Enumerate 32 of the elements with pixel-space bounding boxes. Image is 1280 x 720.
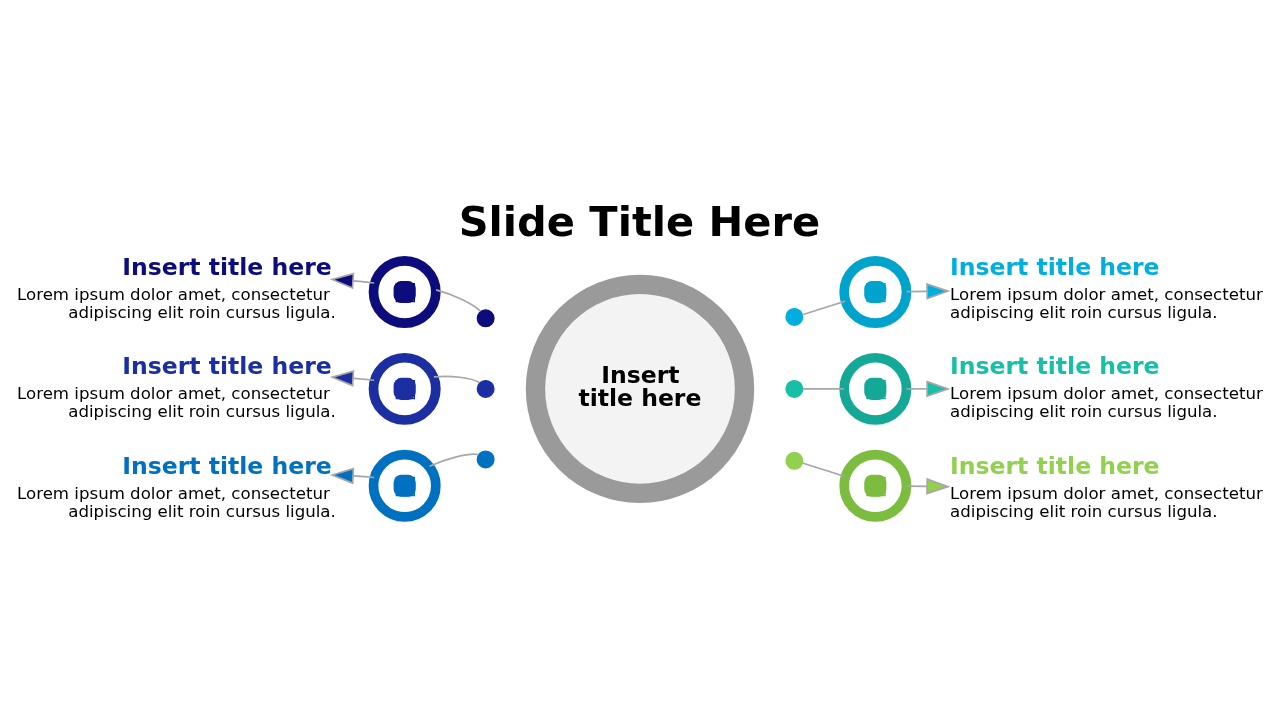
node-circle <box>476 308 495 327</box>
connector <box>435 288 482 312</box>
connector <box>801 299 847 316</box>
node-circle <box>368 352 441 425</box>
node-circle <box>476 379 495 398</box>
node-circle: Insert title here <box>525 274 755 503</box>
node-circle <box>785 451 804 470</box>
arrow <box>329 369 376 387</box>
node-circle <box>785 307 804 326</box>
node-circle <box>368 255 441 328</box>
arrow <box>905 379 951 397</box>
connector <box>428 452 480 467</box>
node-circle <box>476 450 495 468</box>
arrow <box>329 271 376 289</box>
arrow <box>905 477 951 495</box>
node-text: Insert title here Lorem ipsum dolor amet, consectetur adipiscing elit roin cursus ligula. <box>950 451 1263 521</box>
node-circle <box>839 352 912 425</box>
arrow <box>905 282 951 300</box>
arrow <box>329 466 376 484</box>
node-text: Insert title here Lorem ipsum dolor amet, consectetur adipiscing elit roin cursus ligula. <box>17 252 336 322</box>
node-text: Insert title here Lorem ipsum dolor amet, consectetur adipiscing elit roin cursus ligula. <box>17 451 336 521</box>
node-text: Insert title here Lorem ipsum dolor amet, consectetur adipiscing elit roin cursus ligula. <box>950 252 1263 322</box>
node-circle <box>839 449 912 522</box>
node-circle <box>368 449 441 522</box>
connector <box>801 461 847 477</box>
node-text: Insert title here Lorem ipsum dolor amet, consectetur adipiscing elit roin cursus ligula. <box>17 351 336 421</box>
connector <box>802 387 845 390</box>
node-circle <box>839 255 912 328</box>
node-circle <box>785 379 804 398</box>
diagram-title: Slide Title Here <box>458 196 821 246</box>
node-text: Insert title here Lorem ipsum dolor amet, consectetur adipiscing elit roin cursus ligula. <box>950 351 1263 421</box>
connector <box>433 375 481 383</box>
